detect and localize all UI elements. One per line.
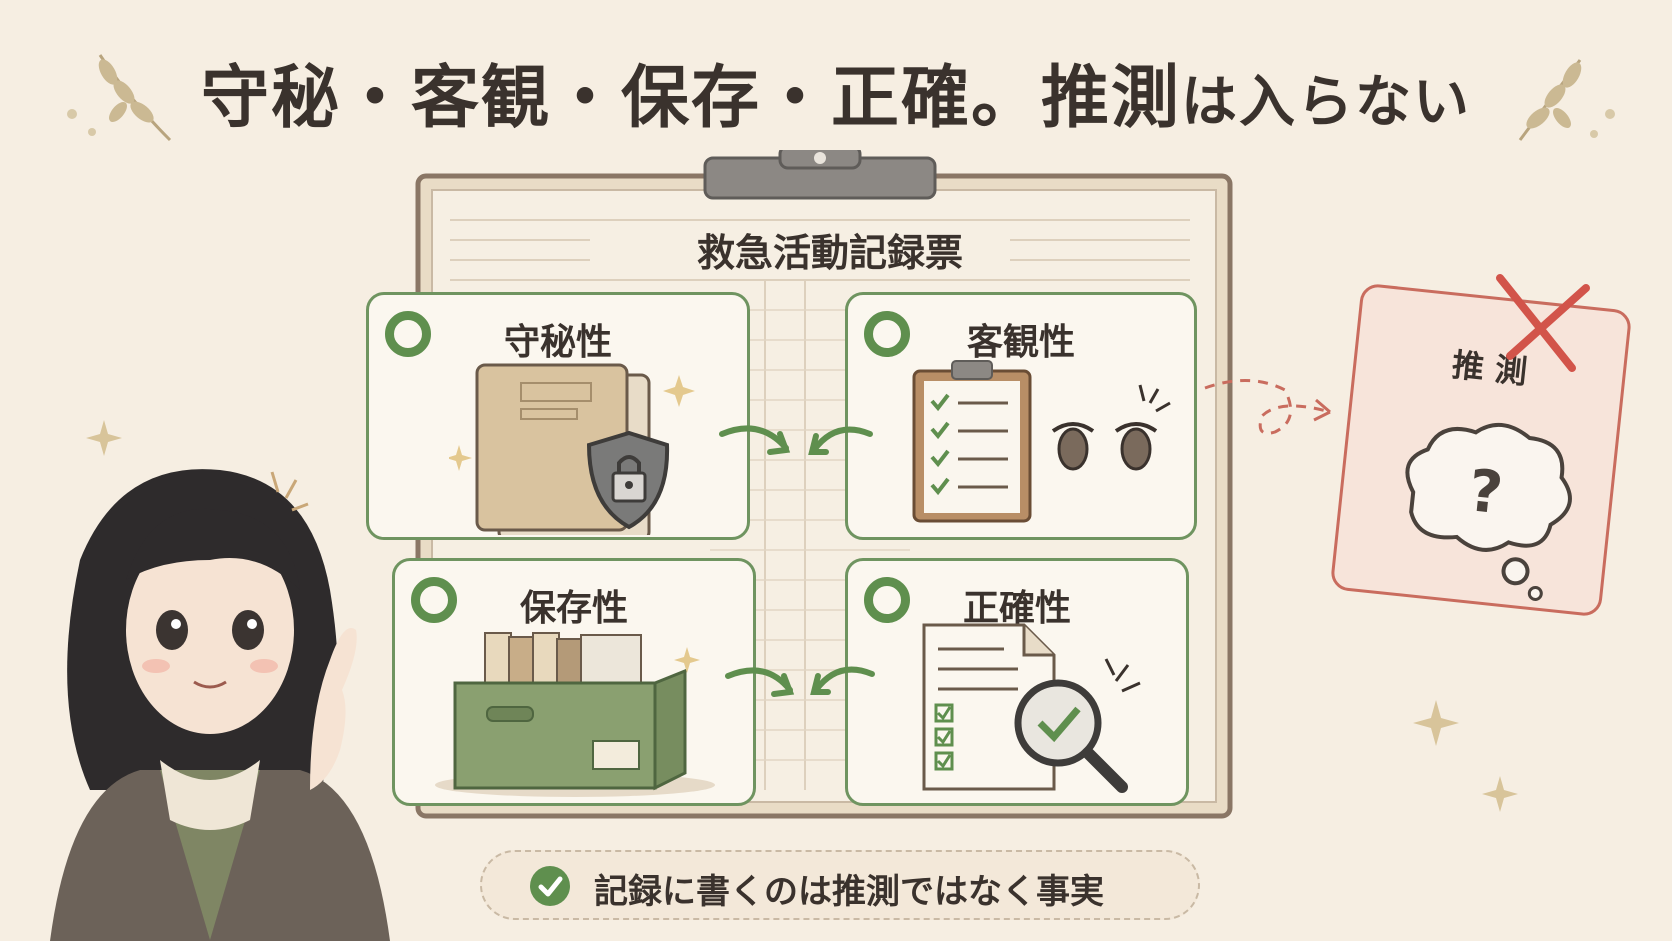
panel-title: 保存性	[519, 588, 628, 629]
panel-title: 正確性	[962, 588, 1071, 629]
note-text: 記録に書くのは推測ではなく事実	[594, 872, 1104, 912]
title-suffix: は入らない	[1181, 70, 1471, 135]
document-magnifier-icon	[922, 623, 1141, 793]
archive-box-icon	[435, 632, 715, 797]
panel-objectivity: 客観性	[845, 292, 1197, 540]
circle-mark-icon	[411, 577, 457, 623]
thought-bubble-icon: ?	[1405, 423, 1572, 601]
circle-mark-icon	[864, 311, 910, 357]
clip-icon	[703, 150, 937, 200]
panel-confidentiality: 守秘性	[366, 292, 750, 540]
circle-mark-icon	[864, 577, 910, 623]
clipboard-heading: 救急活動記録票	[696, 231, 963, 275]
dot-icon	[67, 109, 77, 119]
panel-preservation: 保存性	[392, 558, 756, 806]
page-title: 守秘・客観・保存・正確。推測は入らない	[0, 42, 1672, 141]
panel-title: 守秘性	[503, 322, 612, 363]
sparkle-icon	[86, 420, 1518, 812]
panel-accuracy: 正確性	[845, 558, 1189, 806]
cross-mark-icon	[1496, 274, 1590, 372]
question-mark: ?	[1465, 456, 1506, 527]
circle-mark-icon	[385, 311, 431, 357]
title-main: 守秘・客観・保存・正確。推測	[200, 59, 1181, 138]
locked-file-icon	[449, 363, 695, 535]
check-circle-icon	[530, 866, 570, 906]
laurel-left-icon	[98, 54, 172, 142]
panel-title: 客観性	[966, 322, 1075, 363]
guess-card: 推 測 ?	[1329, 282, 1633, 618]
character-illustration	[50, 469, 390, 941]
checklist-eyes-icon	[912, 360, 1171, 523]
note-pill: 記録に書くのは推測ではなく事実	[480, 850, 1200, 920]
laurel-right-icon	[1518, 59, 1582, 141]
